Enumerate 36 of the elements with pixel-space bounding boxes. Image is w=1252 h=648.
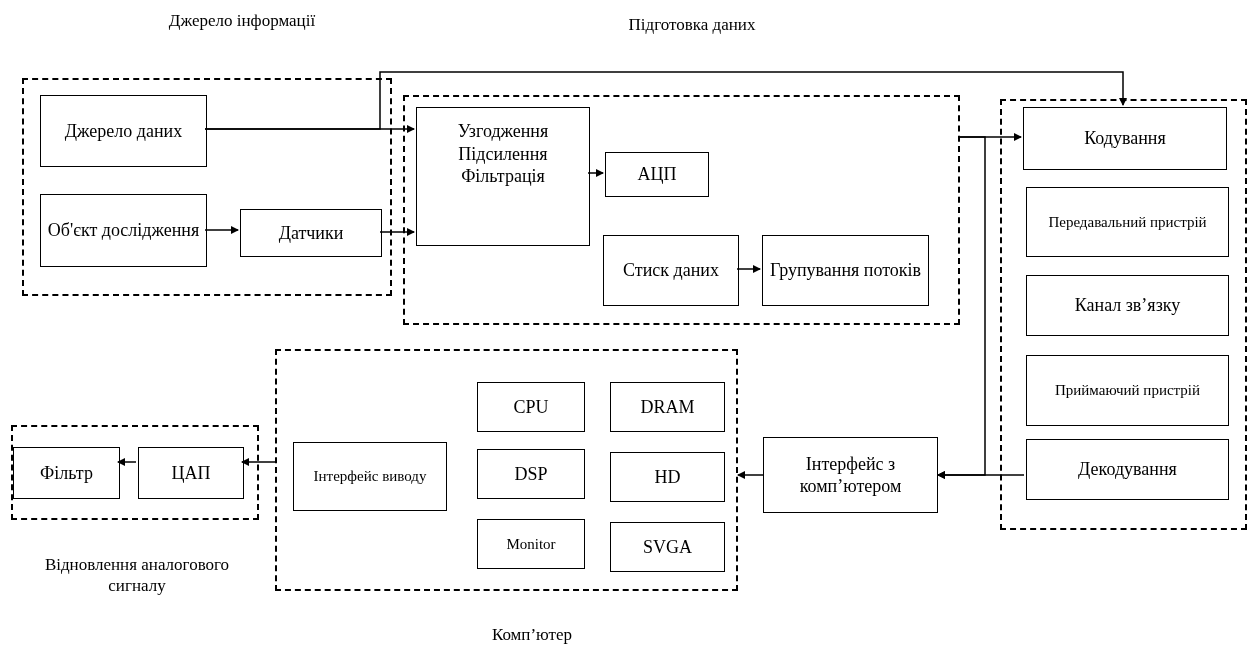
process-box: Monitor	[477, 519, 585, 569]
group-title: Джерело інформації	[167, 10, 317, 32]
arrow	[204, 226, 239, 234]
process-box: SVGA	[610, 522, 725, 572]
process-box: Об'єкт дослідження	[40, 194, 207, 267]
group-title: Відновлення аналогового сигналу	[43, 554, 231, 597]
process-box: АЦП	[605, 152, 709, 197]
process-box: Узгодження Підсилення Фільтрація	[416, 107, 590, 246]
process-box: Датчики	[240, 209, 382, 257]
arrow	[736, 265, 761, 273]
group-title: Комп’ютер	[490, 624, 574, 646]
process-box: Джерело даних	[40, 95, 207, 167]
group-frame	[1000, 99, 1247, 530]
process-box: Декодування	[1026, 439, 1229, 500]
process-box: Кодування	[1023, 107, 1227, 170]
arrow	[379, 228, 415, 236]
process-box: Інтерфейс виводу	[293, 442, 447, 511]
group-title: Підготовка даних	[627, 14, 757, 36]
process-box: Групування потоків	[762, 235, 929, 306]
arrow	[587, 169, 604, 177]
process-box: Інтерфейс з комп’ютером	[763, 437, 938, 513]
process-box: Фільтр	[13, 447, 120, 499]
process-box: Канал зв’язку	[1026, 275, 1229, 336]
arrow	[937, 471, 1025, 479]
process-box: CPU	[477, 382, 585, 432]
arrow	[204, 71, 1127, 130]
process-box: DRAM	[610, 382, 725, 432]
arrow	[241, 458, 276, 466]
process-box: Приймаючий пристрій	[1026, 355, 1229, 426]
arrow	[117, 458, 137, 466]
process-box: Передавальний пристрій	[1026, 187, 1229, 257]
process-box: ЦАП	[138, 447, 244, 499]
arrow	[737, 471, 764, 479]
process-box: HD	[610, 452, 725, 502]
process-box: Стиск даних	[603, 235, 739, 306]
process-box: DSP	[477, 449, 585, 499]
